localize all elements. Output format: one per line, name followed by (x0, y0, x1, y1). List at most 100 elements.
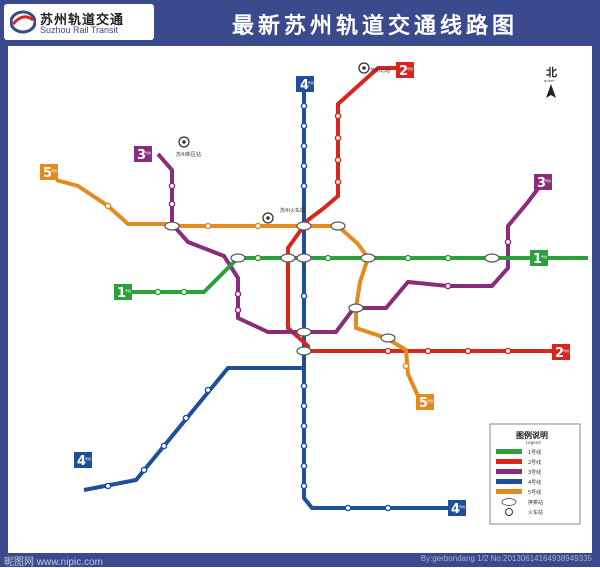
line-badge-3-east: 3 号线 (534, 174, 552, 191)
line-badge-4-sw: 4 号线 (74, 452, 92, 469)
station (444, 282, 452, 290)
line4-sw-branch (83, 366, 304, 492)
line4-path (302, 92, 448, 510)
interchange-station (484, 253, 500, 263)
interchange-station (296, 327, 312, 337)
compass-sub: NORTH (544, 79, 555, 83)
legend-item: 2号线 (496, 459, 541, 466)
svg-text:号线: 号线 (125, 288, 131, 293)
svg-text:号线: 号线 (541, 254, 547, 259)
legend-label: 4号线 (528, 479, 541, 486)
line-badge-5-south: 5 号线 (416, 394, 434, 411)
legend-label: 5号线 (528, 489, 541, 496)
legend-swatch (496, 489, 522, 494)
station (300, 382, 308, 390)
station (234, 306, 242, 314)
stations (104, 102, 542, 512)
interchange-station (360, 253, 376, 263)
legend-item: 4号线 (496, 479, 541, 486)
station (300, 142, 308, 150)
svg-text:5: 5 (43, 166, 52, 181)
interchange-station (296, 346, 312, 356)
station (104, 202, 112, 210)
station (504, 347, 512, 355)
legend-swatch (496, 459, 522, 464)
interchange-station (230, 253, 246, 263)
svg-text:2: 2 (555, 346, 564, 361)
legend-item: 1号线 (496, 449, 541, 456)
watermark-right: By:gerbondang 1/2 No:2013061416493894933… (420, 554, 592, 563)
station (300, 402, 308, 410)
station (300, 122, 308, 130)
legend-swatch (496, 469, 522, 474)
station (402, 362, 410, 370)
svg-text:1: 1 (117, 286, 126, 301)
compass: 北 NORTH (544, 65, 557, 98)
line2-path (286, 66, 556, 353)
svg-text:号线: 号线 (145, 150, 151, 155)
interchange-legend-icon (501, 498, 517, 506)
station (300, 292, 308, 300)
svg-text:号线: 号线 (563, 348, 569, 353)
svg-text:4: 4 (451, 502, 460, 517)
line-badge-3-west: 3 号线 (134, 146, 152, 163)
legend-label: 火车站 (528, 509, 543, 516)
legend-item: 5号线 (496, 489, 541, 496)
train-station-icon (178, 62, 370, 224)
station (504, 238, 512, 246)
svg-text:4: 4 (77, 454, 86, 469)
logo-english-text: Suzhou Rail Transit (40, 25, 119, 35)
legend-item: 火车站 (505, 508, 543, 516)
interchange-station (280, 253, 296, 263)
station (404, 254, 412, 262)
station (300, 162, 308, 170)
line-badge-1-east: 1 号线 (530, 250, 548, 267)
legend-swatch (496, 449, 522, 454)
interchanges (164, 221, 500, 356)
train-station-legend-icon (505, 508, 513, 516)
line1-path (128, 256, 588, 294)
svg-text:4: 4 (300, 78, 309, 93)
interchange-station (164, 221, 180, 231)
station (300, 462, 308, 470)
station (464, 347, 472, 355)
logo-chinese-text: 苏州轨道交通 (40, 13, 125, 28)
station (300, 442, 308, 450)
header-bar: 苏州轨道交通 Suzhou Rail Transit 最新苏州轨道交通线路图 (0, 0, 600, 44)
station (204, 222, 212, 230)
legend-swatch (496, 479, 522, 484)
legend-subtitle: Legend (526, 440, 541, 445)
logo: 苏州轨道交通 Suzhou Rail Transit (4, 4, 154, 40)
line3-path (156, 152, 542, 334)
svg-text:号线: 号线 (51, 168, 57, 173)
station-label-suzhou-new-district: 苏州新区站 (176, 151, 201, 158)
station (334, 156, 342, 164)
legend-label: 换乘站 (528, 499, 543, 506)
line-badge-5-nw: 5 号线 (40, 164, 58, 181)
interchange-station (296, 253, 312, 263)
station (300, 482, 308, 490)
station (254, 254, 262, 262)
station (300, 422, 308, 430)
station (444, 254, 452, 262)
line-badge-2-east: 2 号线 (552, 344, 570, 361)
svg-text:5: 5 (419, 396, 428, 411)
svg-text:号线: 号线 (85, 456, 91, 461)
watermark-left: 昵图网 www.nipic.com (4, 557, 103, 568)
svg-text:3: 3 (137, 148, 146, 163)
station (334, 112, 342, 120)
station (104, 482, 112, 490)
station (168, 182, 176, 190)
station (324, 254, 332, 262)
station (140, 466, 148, 474)
svg-text:号线: 号线 (407, 66, 413, 71)
svg-text:号线: 号线 (459, 504, 465, 509)
svg-text:号线: 号线 (427, 398, 433, 403)
interchange-station (330, 221, 346, 231)
north-arrow-icon (546, 84, 556, 98)
station (300, 182, 308, 190)
station (334, 178, 342, 186)
legend-item: 3号线 (496, 469, 541, 476)
